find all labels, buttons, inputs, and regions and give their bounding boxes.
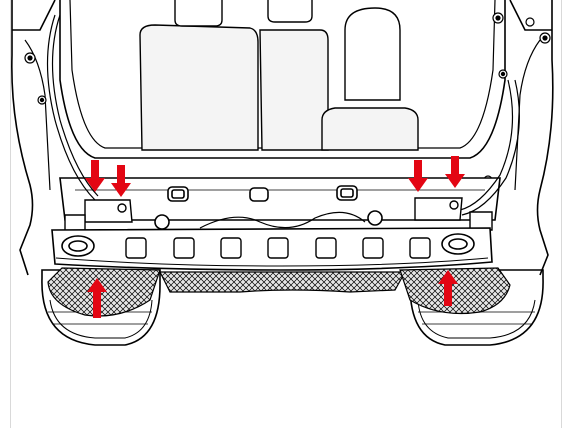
bumper-slot	[409, 237, 431, 259]
down-arrow-icon	[445, 156, 465, 188]
vehicle-body-outline	[11, 0, 554, 276]
bumper-slots	[125, 237, 431, 259]
up-arrow-icon	[438, 270, 458, 306]
side-fasteners	[24, 12, 551, 191]
bumper-slot	[362, 237, 384, 259]
figure-frame	[10, 0, 562, 428]
underbody-mesh	[47, 267, 511, 317]
removal-arrows	[85, 156, 465, 318]
up-arrow-icon	[87, 278, 107, 318]
bumper-slot	[220, 237, 242, 259]
bumper-slot	[173, 237, 195, 259]
bumper-slot	[315, 237, 337, 259]
down-arrow-icon	[85, 160, 105, 192]
rear-seat-backs	[139, 0, 419, 151]
down-arrow-icon	[408, 160, 428, 192]
bumper-slot	[267, 237, 289, 259]
down-arrow-icon	[111, 165, 131, 197]
bumper-mount-brackets	[64, 197, 493, 233]
bumper-slot	[125, 237, 147, 259]
